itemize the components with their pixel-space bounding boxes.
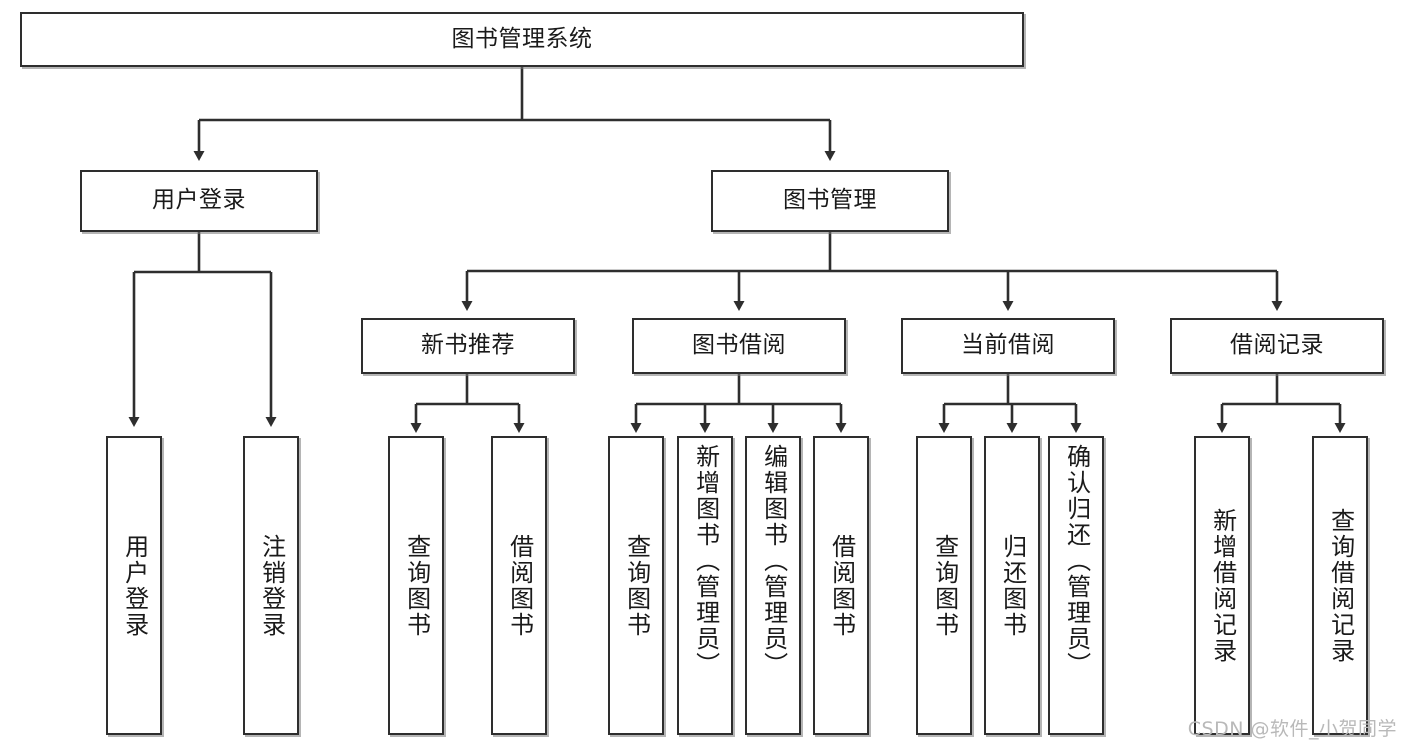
node-user-login[interactable]: 用户登录: [80, 170, 318, 232]
leaf-current-borrow-return-book[interactable]: 归还图书: [984, 436, 1040, 735]
node-label: 借阅图书: [827, 533, 856, 638]
leaf-new-book-query-book[interactable]: 查询图书: [388, 436, 444, 735]
node-label: 图书借阅: [692, 332, 786, 359]
leaf-current-borrow-confirm-return-admin[interactable]: 确认归还（管理员）: [1048, 436, 1104, 735]
leaf-book-borrow-borrow-book[interactable]: 借阅图书: [813, 436, 869, 735]
node-label: 注销登录: [257, 533, 286, 638]
leaf-borrow-record-add-record[interactable]: 新增借阅记录: [1194, 436, 1250, 735]
node-label: 用户登录: [120, 533, 149, 638]
node-root-book-management-system[interactable]: 图书管理系统: [20, 12, 1024, 67]
node-current-borrow[interactable]: 当前借阅: [901, 318, 1115, 374]
node-label: 查询借阅记录: [1326, 507, 1355, 664]
node-borrow-record[interactable]: 借阅记录: [1170, 318, 1384, 374]
node-label: 图书管理系统: [451, 25, 593, 52]
node-label: 借阅图书: [505, 533, 534, 638]
leaf-book-borrow-add-book-admin[interactable]: 新增图书（管理员）: [677, 436, 733, 735]
leaf-current-borrow-query-book[interactable]: 查询图书: [916, 436, 972, 735]
leaf-user-login-logout[interactable]: 注销登录: [243, 436, 299, 735]
node-label: 编辑图书（管理员）: [759, 444, 788, 678]
node-label: 用户登录: [152, 187, 246, 214]
leaf-borrow-record-query-record[interactable]: 查询借阅记录: [1312, 436, 1368, 735]
node-label: 图书管理: [783, 187, 877, 214]
node-label: 新书推荐: [421, 332, 515, 359]
node-label: 当前借阅: [961, 332, 1055, 359]
node-book-borrow[interactable]: 图书借阅: [632, 318, 846, 374]
node-label: 归还图书: [998, 533, 1027, 638]
node-label: 查询图书: [930, 533, 959, 638]
node-new-book-recommend[interactable]: 新书推荐: [361, 318, 575, 374]
node-label: 查询图书: [402, 533, 431, 638]
leaf-user-login-login[interactable]: 用户登录: [106, 436, 162, 735]
leaf-new-book-borrow-book[interactable]: 借阅图书: [491, 436, 547, 735]
leaf-book-borrow-query-book[interactable]: 查询图书: [608, 436, 664, 735]
node-book-management[interactable]: 图书管理: [711, 170, 949, 232]
node-label: 确认归还（管理员）: [1062, 444, 1091, 678]
node-label: 新增图书（管理员）: [691, 444, 720, 678]
leaf-book-borrow-edit-book-admin[interactable]: 编辑图书（管理员）: [745, 436, 801, 735]
node-label: 查询图书: [622, 533, 651, 638]
node-label: 新增借阅记录: [1208, 507, 1237, 664]
node-label: 借阅记录: [1230, 332, 1324, 359]
